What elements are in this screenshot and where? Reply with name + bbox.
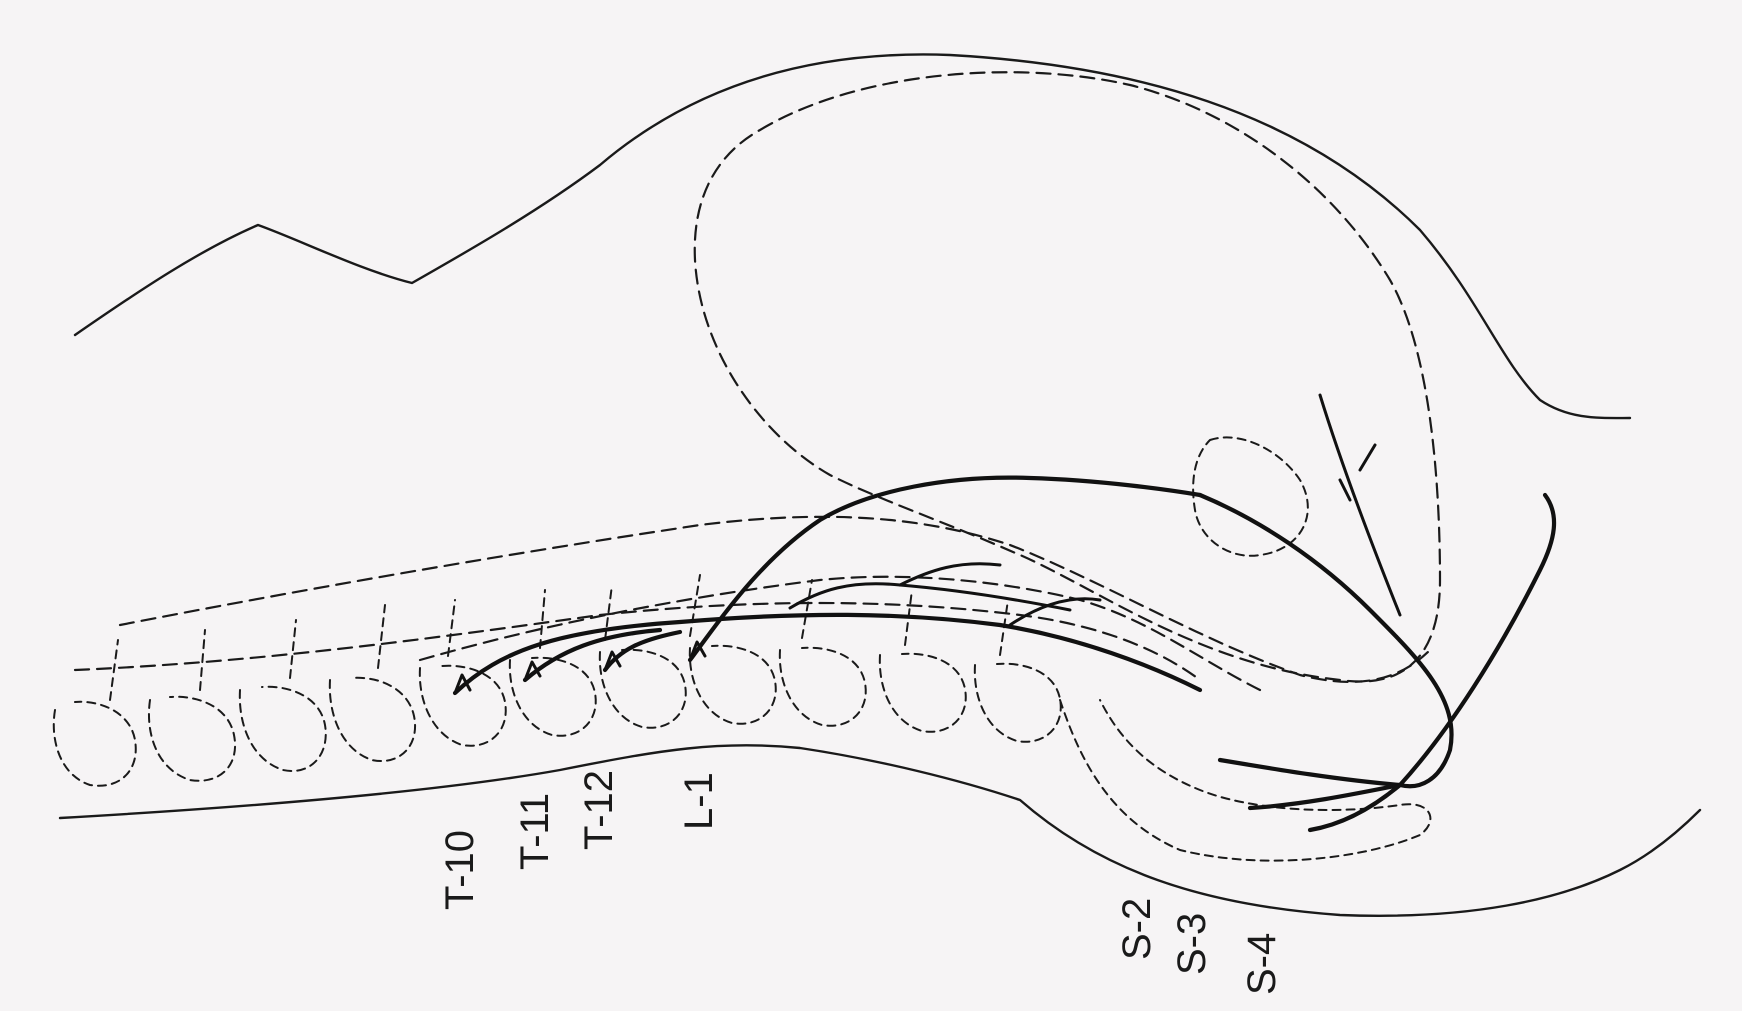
birth-canal-lower [420, 577, 1260, 690]
root-stub-9 [802, 580, 812, 638]
root-stub-5 [448, 600, 455, 656]
abdominal-outline [75, 54, 1630, 418]
vertebral-column [54, 646, 1431, 861]
label-s4: S-4 [1240, 933, 1284, 995]
vertebra-1 [54, 702, 136, 786]
nerve-uterine-descending [1200, 495, 1452, 786]
nerve-s3 [1250, 785, 1400, 808]
root-end-t11 [525, 662, 540, 680]
root-stub-8 [690, 575, 700, 636]
vertebra-10 [880, 654, 966, 732]
birth-canal-upper [120, 517, 1430, 682]
label-t10: T-10 [438, 830, 482, 910]
nerve-vertical-branch-2 [1360, 445, 1375, 470]
label-t11: T-11 [513, 793, 557, 870]
root-stub-6 [540, 590, 545, 648]
root-stub-2 [200, 630, 205, 690]
root-stub-4 [378, 605, 385, 668]
label-s2: S-2 [1115, 898, 1159, 960]
vertebra-9 [780, 648, 866, 726]
uterus-outline [695, 72, 1440, 681]
label-t12: T-12 [577, 770, 621, 850]
root-stub-3 [290, 620, 296, 678]
nerve-pudendal [1400, 495, 1554, 785]
ovary-outline [1193, 437, 1308, 555]
label-s3: S-3 [1170, 913, 1214, 975]
vertebra-3 [240, 687, 326, 771]
vertebra-6 [510, 658, 596, 736]
vertebra-11 [975, 664, 1061, 742]
nerve-s2 [1220, 760, 1400, 785]
back-outline [60, 745, 1700, 916]
segment-labels: T-10 T-11 T-12 L-1 S-2 S-3 S-4 [438, 770, 1284, 995]
nerve-t11 [525, 630, 660, 680]
label-l1: L-1 [677, 772, 721, 830]
nerve-vertical-right [1320, 395, 1400, 615]
sacrum-outline [1060, 700, 1430, 861]
vertebra-2 [149, 697, 235, 781]
vertebra-4 [330, 678, 415, 761]
vertebra-8 [690, 646, 776, 724]
root-stub-1 [110, 640, 118, 700]
